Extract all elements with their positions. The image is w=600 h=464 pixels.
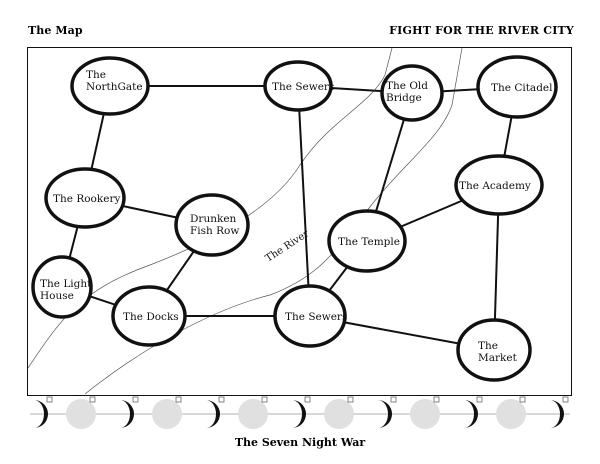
location-citadel[interactable]: The Citadel (476, 55, 558, 119)
crescent-moon-icon[interactable] (378, 396, 397, 428)
location-circle[interactable] (263, 60, 333, 112)
location-label: House (40, 290, 74, 302)
full-moon-shape (152, 399, 182, 429)
crescent-moon-shape (34, 400, 48, 428)
tracker-checkbox[interactable] (347, 396, 354, 403)
night-track (30, 396, 570, 429)
tracker-checkbox[interactable] (433, 396, 440, 403)
crescent-moon-icon[interactable] (464, 396, 483, 428)
tracker-checkbox[interactable] (519, 396, 526, 403)
location-label: Fish Row (190, 225, 239, 237)
location-circle[interactable] (476, 55, 558, 119)
location-docks[interactable]: The Docks (111, 285, 187, 347)
tracker-checkbox[interactable] (304, 396, 311, 403)
crescent-moon-icon[interactable] (34, 396, 53, 428)
crescent-moon-shape (550, 400, 564, 428)
location-circle[interactable] (327, 209, 407, 273)
tracker-checkbox[interactable] (261, 396, 268, 403)
location-label: The Citadel (491, 82, 553, 94)
location-sewers-north[interactable]: The Sewers (263, 60, 334, 112)
tracker-checkbox[interactable] (89, 396, 96, 403)
tracker-checkbox[interactable] (175, 396, 182, 403)
full-moon-icon[interactable] (238, 396, 268, 429)
crescent-moon-icon[interactable] (292, 396, 311, 428)
tracker-checkbox[interactable] (132, 396, 139, 403)
tracker-checkbox[interactable] (476, 396, 483, 403)
location-sewers-south[interactable]: The Sewers (273, 284, 347, 348)
full-moon-icon[interactable] (324, 396, 354, 429)
full-moon-shape (496, 399, 526, 429)
crescent-moon-icon[interactable] (550, 396, 569, 428)
full-moon-icon[interactable] (152, 396, 182, 429)
crescent-moon-shape (206, 400, 220, 428)
location-rookery[interactable]: The Rookery (44, 167, 126, 229)
crescent-moon-shape (378, 400, 392, 428)
location-label: The Academy (459, 180, 531, 192)
route-sewers_north-sewers_south (297, 85, 311, 317)
tracker-checkbox[interactable] (390, 396, 397, 403)
crescent-moon-icon[interactable] (120, 396, 139, 428)
crescent-moon-icon[interactable] (206, 396, 225, 428)
map-title: The Map (28, 24, 83, 37)
location-label: The Sewers (272, 81, 334, 93)
crescent-moon-shape (120, 400, 134, 428)
tracker-checkbox[interactable] (562, 396, 569, 403)
tracker-checkbox[interactable] (46, 396, 53, 403)
location-circle[interactable] (111, 285, 187, 347)
full-moon-shape (324, 399, 354, 429)
tracker-checkbox[interactable] (218, 396, 225, 403)
location-circle[interactable] (44, 167, 126, 229)
location-circle[interactable] (174, 193, 250, 257)
location-label: The Temple (338, 236, 400, 248)
location-temple[interactable]: The Temple (327, 209, 407, 273)
full-moon-shape (410, 399, 440, 429)
location-label: The (478, 340, 498, 352)
location-circle[interactable] (456, 318, 532, 382)
location-label: The Rookery (53, 193, 120, 205)
location-label: The Sewers (285, 311, 347, 323)
location-label: NorthGate (86, 81, 143, 93)
location-circle[interactable] (31, 255, 93, 319)
river-label: The River (264, 228, 312, 264)
full-moon-shape (66, 399, 96, 429)
location-label: The Old (386, 80, 428, 92)
crescent-moon-shape (292, 400, 306, 428)
location-circle[interactable] (273, 284, 347, 348)
full-moon-icon[interactable] (410, 396, 440, 429)
crescent-moon-shape (464, 400, 478, 428)
location-label: The Light (40, 278, 92, 290)
location-label: The (86, 69, 106, 81)
full-moon-icon[interactable] (66, 396, 96, 429)
location-label: The Docks (123, 311, 179, 323)
location-label: Bridge (386, 92, 422, 104)
location-label: Market (478, 352, 518, 364)
location-circle[interactable] (454, 154, 544, 216)
location-academy[interactable]: The Academy (454, 154, 544, 216)
location-circle[interactable] (70, 56, 150, 116)
location-label: Drunken (190, 213, 237, 225)
full-moon-icon[interactable] (496, 396, 526, 429)
location-circle[interactable] (380, 64, 444, 122)
war-track-title: The Seven Night War (234, 436, 366, 449)
game-title: FIGHT FOR THE RIVER CITY (389, 24, 574, 37)
full-moon-shape (238, 399, 268, 429)
